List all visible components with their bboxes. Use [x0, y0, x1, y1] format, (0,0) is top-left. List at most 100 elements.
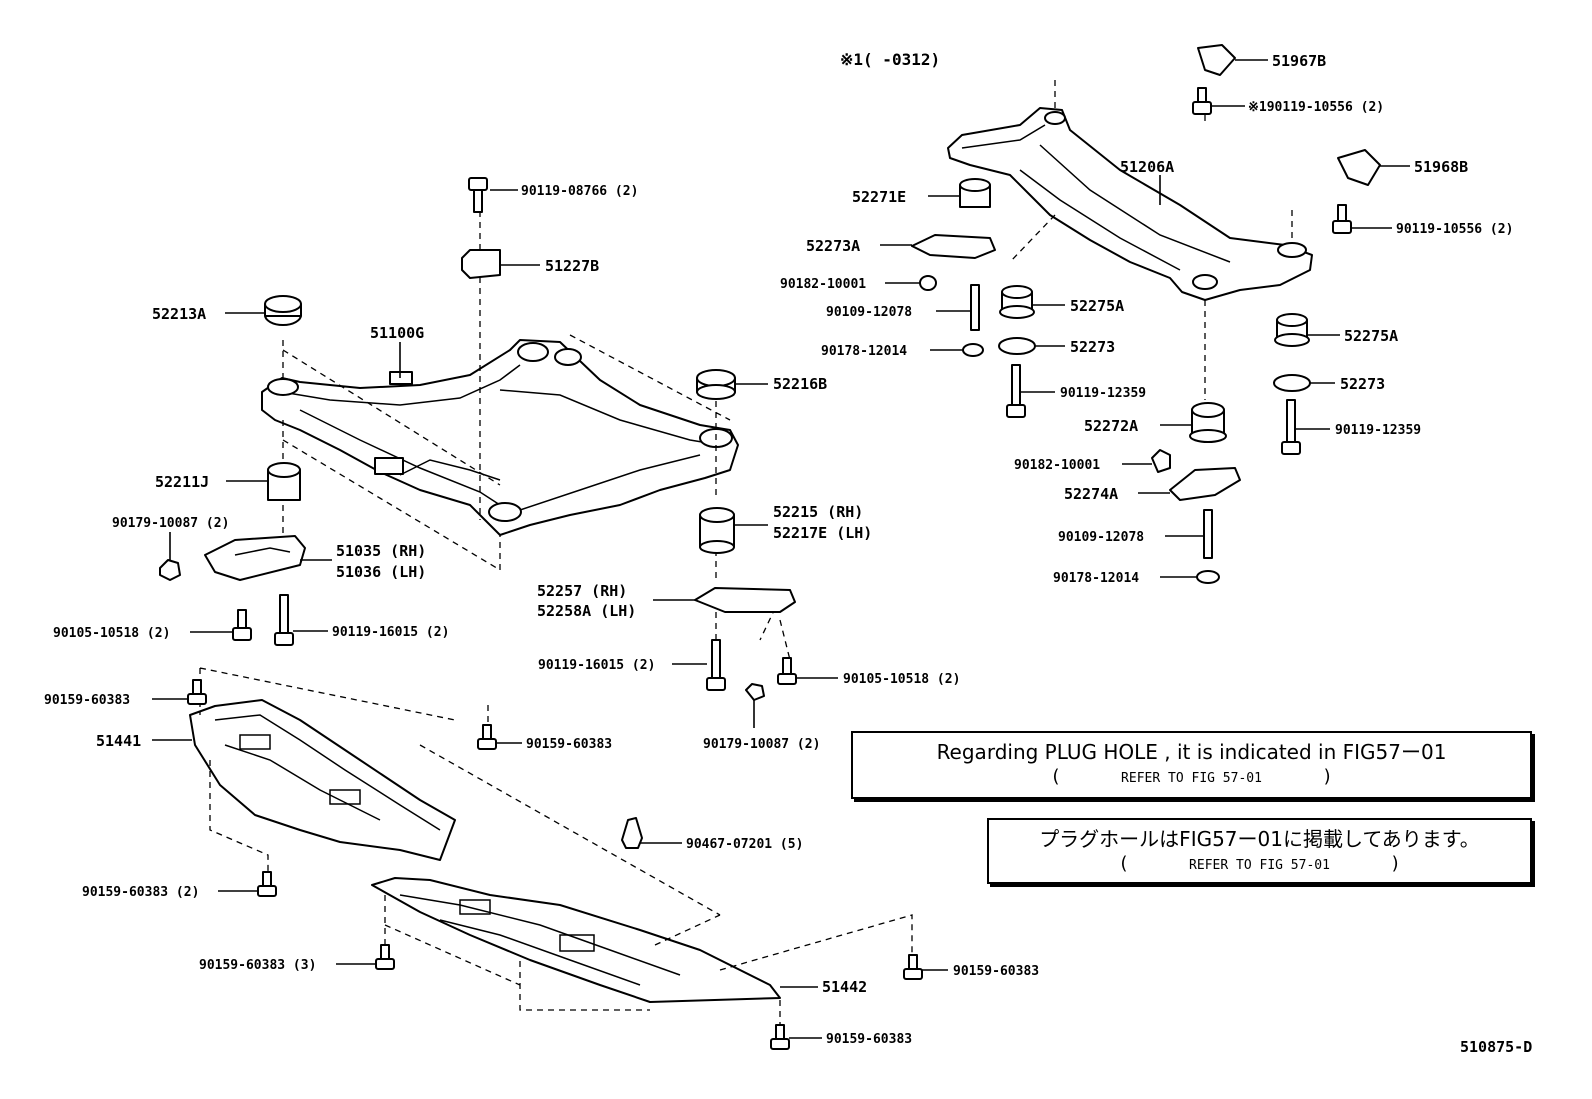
bracket-51227B[interactable] [461, 249, 501, 279]
engine-under-cover-51441[interactable] [189, 699, 456, 861]
label-90159-60383-c[interactable]: 90159-60383 (2) [82, 885, 199, 900]
label-52215[interactable]: 52215 (RH) [773, 503, 863, 521]
engine-under-cover-51442[interactable] [371, 877, 781, 1003]
label-90119-12359-b[interactable]: 90119-12359 [1335, 423, 1421, 438]
label-52216B[interactable]: 52216B [773, 375, 827, 393]
label-52274A[interactable]: 52274A [1064, 485, 1118, 503]
label-51968B[interactable]: 51968B [1414, 158, 1468, 176]
note-english-refer[interactable]: (REFER TO FIG 57-01) [1050, 766, 1333, 787]
bracket-51968B[interactable] [1337, 149, 1381, 186]
cushion-52271E[interactable] [959, 178, 991, 208]
stud-90109-12078-a[interactable] [970, 284, 980, 331]
bracket-52274A[interactable] [1169, 467, 1241, 501]
label-51442[interactable]: 51442 [822, 978, 867, 996]
label-90119-10556-x[interactable]: ※190119-10556 (2) [1248, 100, 1384, 115]
cushion-52211J[interactable] [267, 462, 301, 501]
note-english-refer-text[interactable]: REFER TO FIG 57-01 [1121, 771, 1262, 786]
label-51206A[interactable]: 51206A [1120, 158, 1174, 176]
label-90159-60383-d[interactable]: 90159-60383 (3) [199, 958, 316, 973]
label-90119-16015-right[interactable]: 90119-16015 (2) [538, 658, 655, 673]
label-90105-10518-left[interactable]: 90105-10518 (2) [53, 626, 170, 641]
label-90159-60383-b[interactable]: 90159-60383 [526, 737, 612, 752]
label-90119-08766[interactable]: 90119-08766 (2) [521, 184, 638, 199]
nut-90182-10001-b[interactable] [1151, 449, 1171, 473]
label-52273-b[interactable]: 52273 [1340, 375, 1385, 393]
bolt-90105-10518-left[interactable] [232, 609, 252, 641]
washer-90178-12014-a[interactable] [962, 343, 984, 357]
label-51227B[interactable]: 51227B [545, 257, 599, 275]
label-90109-12078-b[interactable]: 90109-12078 [1058, 530, 1144, 545]
bracket-51967B[interactable] [1197, 44, 1236, 76]
label-52275A-a[interactable]: 52275A [1070, 297, 1124, 315]
cushion-52275A-a[interactable] [999, 285, 1035, 319]
label-51035[interactable]: 51035 (RH) [336, 542, 426, 560]
bolt-90159-60383-c[interactable] [257, 871, 277, 897]
label-90179-10087-left[interactable]: 90179-10087 (2) [112, 516, 229, 531]
bolt-90119-16015-left[interactable] [274, 594, 294, 646]
bolt-90119-16015-right[interactable] [706, 639, 726, 691]
cushion-52215-52217E[interactable] [699, 507, 735, 554]
bolt-90119-12359-a[interactable] [1006, 364, 1026, 418]
stud-90109-12078-b[interactable] [1203, 509, 1213, 559]
washer-90178-12014-b[interactable] [1196, 570, 1220, 584]
rear-crossmember-51206A[interactable] [947, 107, 1313, 301]
label-90179-10087-right[interactable]: 90179-10087 (2) [703, 737, 820, 752]
nut-90182-10001-a[interactable] [919, 275, 937, 291]
label-52273-a[interactable]: 52273 [1070, 338, 1115, 356]
bolt-90119-10556[interactable] [1332, 204, 1352, 234]
label-90109-12078-a[interactable]: 90109-12078 [826, 305, 912, 320]
label-90159-60383-e[interactable]: 90159-60383 [953, 964, 1039, 979]
label-90178-12014-b[interactable]: 90178-12014 [1053, 571, 1139, 586]
cushion-52272A[interactable] [1189, 402, 1227, 443]
label-52275A-b[interactable]: 52275A [1344, 327, 1398, 345]
label-51441[interactable]: 51441 [96, 732, 141, 750]
label-90159-60383-a[interactable]: 90159-60383 [44, 693, 130, 708]
nut-90179-10087-left[interactable] [159, 559, 181, 581]
clip-90467-07201[interactable] [621, 817, 643, 849]
bracket-52273A[interactable] [911, 234, 996, 259]
label-51100G[interactable]: 51100G [370, 324, 424, 342]
note-japanese: プラグホールはFIG57ー01に掲載してあります。 (REFER TO FIG … [987, 818, 1532, 884]
cushion-52275A-b[interactable] [1274, 313, 1310, 347]
washer-52273-b[interactable] [1273, 374, 1311, 392]
label-90119-12359-a[interactable]: 90119-12359 [1060, 386, 1146, 401]
label-52271E[interactable]: 52271E [852, 188, 906, 206]
cushion-52216B[interactable] [696, 369, 736, 400]
reference-code: 510875-D [1460, 1038, 1533, 1056]
note-japanese-refer-text[interactable]: REFER TO FIG 57-01 [1189, 858, 1330, 873]
note-japanese-refer[interactable]: (REFER TO FIG 57-01) [1118, 853, 1401, 874]
bolt-90105-10518-right[interactable] [777, 657, 797, 685]
label-90182-10001-b[interactable]: 90182-10001 [1014, 458, 1100, 473]
label-90105-10518-right[interactable]: 90105-10518 (2) [843, 672, 960, 687]
washer-52273-a[interactable] [998, 337, 1036, 355]
bolt-90159-60383-d[interactable] [375, 944, 395, 970]
label-90178-12014-a[interactable]: 90178-12014 [821, 344, 907, 359]
label-52217E[interactable]: 52217E (LH) [773, 524, 872, 542]
bolt-90159-60383-f[interactable] [770, 1024, 790, 1050]
bolt-90119-12359-b[interactable] [1281, 399, 1301, 455]
label-52213A[interactable]: 52213A [152, 305, 206, 323]
cushion-52213A[interactable] [264, 295, 302, 326]
label-52272A[interactable]: 52272A [1084, 417, 1138, 435]
label-90159-60383-f[interactable]: 90159-60383 [826, 1032, 912, 1047]
label-90119-10556[interactable]: 90119-10556 (2) [1396, 222, 1513, 237]
nut-90179-10087-right[interactable] [745, 683, 765, 701]
label-90119-16015-left[interactable]: 90119-16015 (2) [332, 625, 449, 640]
label-52257[interactable]: 52257 (RH) [537, 582, 627, 600]
label-52258A[interactable]: 52258A (LH) [537, 602, 636, 620]
label-52211J[interactable]: 52211J [155, 473, 209, 491]
bolt-90119-10556-x[interactable] [1192, 87, 1212, 115]
bracket-51035-51036[interactable] [204, 535, 306, 581]
label-52273A[interactable]: 52273A [806, 237, 860, 255]
bracket-52257-52258A[interactable] [694, 587, 796, 613]
label-51967B[interactable]: 51967B [1272, 52, 1326, 70]
label-90467-07201[interactable]: 90467-07201 (5) [686, 837, 803, 852]
bolt-90119-08766[interactable] [468, 177, 488, 213]
bolt-90159-60383-b[interactable] [477, 724, 497, 750]
label-90182-10001-a[interactable]: 90182-10001 [780, 277, 866, 292]
front-crossmember-51100G[interactable] [261, 339, 739, 536]
bolt-90159-60383-a[interactable] [187, 679, 207, 705]
label-51036[interactable]: 51036 (LH) [336, 563, 426, 581]
bolt-90159-60383-e[interactable] [903, 954, 923, 980]
